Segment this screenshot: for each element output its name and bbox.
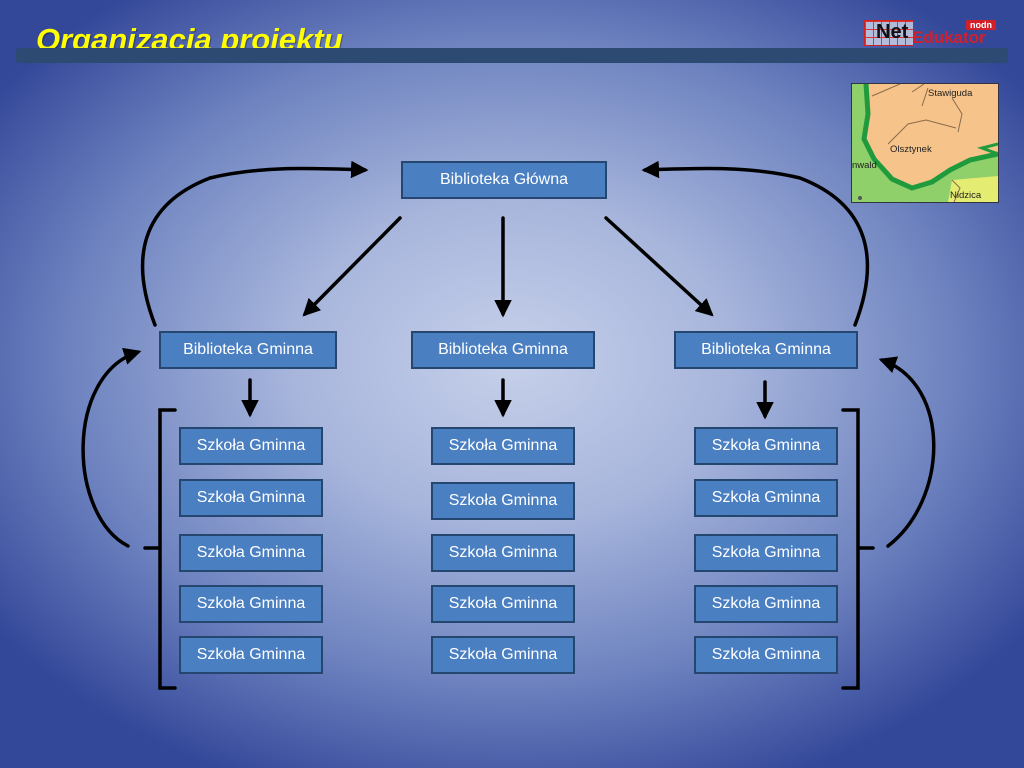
region-map-graphic [852, 84, 998, 202]
school-right-3: Szkoła Gminna [694, 534, 838, 572]
arrow-left-schools-to-lib [81, 347, 142, 548]
title-underline-bar [16, 48, 1008, 63]
region-map: Stawiguda Olsztynek nwald Nidzica [851, 83, 999, 203]
logo-edukator-text: Edukator [912, 28, 986, 47]
school-left-4: Szkoła Gminna [179, 585, 323, 623]
school-right-5: Szkoła Gminna [694, 636, 838, 674]
arrow-left-lib-to-main [140, 160, 369, 327]
school-left-5: Szkoła Gminna [179, 636, 323, 674]
school-center-3: Szkoła Gminna [431, 534, 575, 572]
map-label-stawiguda: Stawiguda [928, 88, 973, 99]
school-center-2: Szkoła Gminna [431, 482, 575, 520]
logo-nodn-badge: nodn [966, 20, 996, 30]
school-center-1: Szkoła Gminna [431, 427, 575, 465]
map-label-partial: nwald [852, 160, 877, 171]
school-left-3: Szkoła Gminna [179, 534, 323, 572]
arrow-right-lib-to-main [641, 160, 870, 327]
school-left-1: Szkoła Gminna [179, 427, 323, 465]
municipal-library-right: Biblioteka Gminna [674, 331, 858, 369]
netedukator-logo: Net Edukator nodn [862, 18, 1008, 48]
school-center-4: Szkoła Gminna [431, 585, 575, 623]
logo-net-text: Net [876, 21, 909, 43]
school-center-5: Szkoła Gminna [431, 636, 575, 674]
bracket-right-schools [841, 408, 875, 690]
main-library-box: Biblioteka Główna [401, 161, 607, 199]
municipal-library-center: Biblioteka Gminna [411, 331, 595, 369]
bracket-left-schools [143, 408, 177, 690]
logo-grid-icon [864, 20, 914, 46]
school-right-2: Szkoła Gminna [694, 479, 838, 517]
arrow-right-schools-to-lib [878, 356, 936, 548]
municipal-library-left: Biblioteka Gminna [159, 331, 337, 369]
school-right-4: Szkoła Gminna [694, 585, 838, 623]
map-label-olsztynek: Olsztynek [890, 144, 932, 155]
arrow-main-to-left [302, 216, 402, 317]
school-right-1: Szkoła Gminna [694, 427, 838, 465]
arrow-main-to-right [604, 216, 714, 317]
school-left-2: Szkoła Gminna [179, 479, 323, 517]
map-label-nidzica: Nidzica [950, 190, 982, 201]
